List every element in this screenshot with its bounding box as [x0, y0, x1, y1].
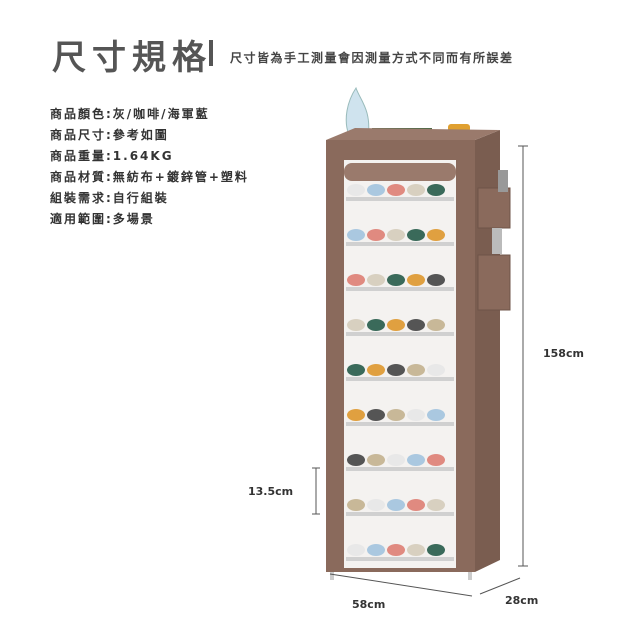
shoe	[367, 274, 385, 286]
shelf	[346, 557, 454, 561]
shoe	[347, 274, 365, 286]
leg	[330, 572, 334, 580]
shoe	[427, 499, 445, 511]
shoe	[427, 454, 445, 466]
shoe	[367, 499, 385, 511]
spec-assembly: 組裝需求:自行組裝	[50, 191, 169, 205]
spec-color: 商品顏色:灰/咖啡/海軍藍	[50, 107, 210, 121]
shoe	[427, 274, 445, 286]
shoe	[387, 229, 405, 241]
shoe	[427, 229, 445, 241]
shoe	[427, 319, 445, 331]
shoe	[427, 409, 445, 421]
depth-line	[479, 577, 521, 595]
shoe	[347, 409, 365, 421]
height-label: 158cm	[543, 347, 584, 360]
shoe	[427, 184, 445, 196]
depth-label: 28cm	[505, 594, 539, 607]
shelf	[346, 422, 454, 426]
width-line	[329, 573, 473, 597]
spec-weight: 商品重量:1.64KG	[50, 149, 174, 163]
shelf-gap-label: 13.5cm	[248, 485, 294, 498]
shoe	[427, 544, 445, 556]
shelf	[346, 377, 454, 381]
shoe	[367, 544, 385, 556]
shoe	[387, 184, 405, 196]
shoe	[407, 364, 425, 376]
shoe	[347, 319, 365, 331]
shoe	[347, 229, 365, 241]
shoe	[347, 499, 365, 511]
shoe	[347, 184, 365, 196]
shelf	[346, 287, 454, 291]
shoe	[367, 319, 385, 331]
shoe	[387, 499, 405, 511]
width-label: 58cm	[352, 598, 386, 611]
side-pocket-top	[477, 187, 511, 229]
shoe	[407, 274, 425, 286]
shoe	[387, 409, 405, 421]
vase-icon	[345, 86, 370, 139]
shelf	[346, 332, 454, 336]
spec-size: 商品尺寸:參考如圖	[50, 128, 169, 142]
shelves	[346, 184, 454, 561]
shoe	[427, 364, 445, 376]
shoe	[387, 544, 405, 556]
shoe	[367, 184, 385, 196]
shoe	[347, 364, 365, 376]
shoe	[387, 364, 405, 376]
shelf	[346, 512, 454, 516]
shoe	[367, 409, 385, 421]
shelf	[346, 467, 454, 471]
spray-icon	[492, 228, 502, 254]
shoe	[407, 454, 425, 466]
rack-top	[326, 128, 500, 140]
shoe	[387, 274, 405, 286]
page-subtitle: 尺寸皆為手工測量會因測量方式不同而有所誤差	[230, 51, 514, 65]
shoe	[407, 184, 425, 196]
spec-list: 商品顏色:灰/咖啡/海軍藍 商品尺寸:參考如圖 商品重量:1.64KG 商品材質…	[50, 104, 249, 230]
shelf	[346, 197, 454, 201]
spec-material: 商品材質:無紡布+鍍鋅管+塑料	[50, 170, 249, 184]
shoe	[347, 544, 365, 556]
title-divider	[209, 40, 213, 66]
side-pocket-bottom	[477, 254, 511, 311]
shelf	[346, 242, 454, 246]
shoe	[347, 454, 365, 466]
spec-usage: 適用範圍:多場景	[50, 212, 155, 226]
shoe	[387, 319, 405, 331]
shoe	[407, 319, 425, 331]
shoe	[407, 544, 425, 556]
brush-icon	[498, 170, 508, 192]
shoe	[407, 409, 425, 421]
rolled-flap	[344, 163, 456, 181]
page-title: 尺寸規格	[52, 38, 212, 78]
shoe	[407, 499, 425, 511]
leg	[468, 572, 472, 580]
shoe	[367, 454, 385, 466]
shoe	[367, 364, 385, 376]
shoe	[387, 454, 405, 466]
shoe	[407, 229, 425, 241]
shoe	[367, 229, 385, 241]
